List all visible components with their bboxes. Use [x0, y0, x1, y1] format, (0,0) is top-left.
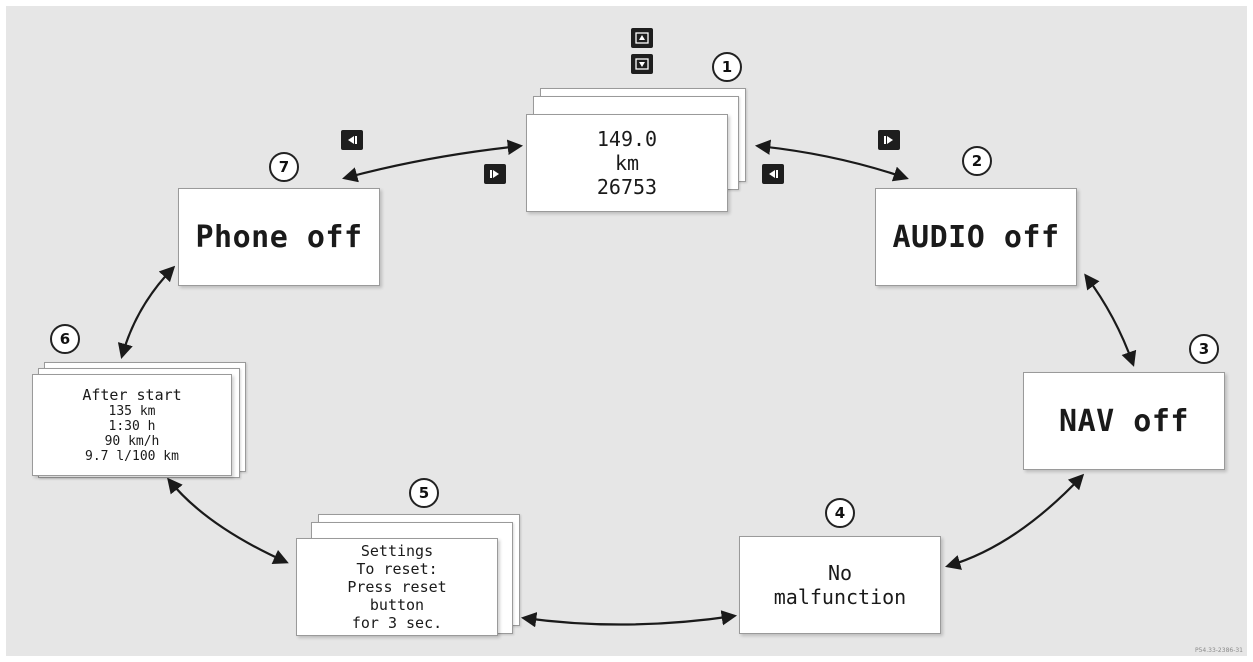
screen-4-number: 4 — [825, 498, 855, 528]
screen-6-line-2: 135 km — [108, 404, 156, 419]
screen-6-line-4: 90 km/h — [104, 434, 160, 449]
figure-credit: P54.33-2386-31 — [1194, 647, 1243, 654]
screen-6-line-3: 1:30 h — [108, 419, 156, 434]
screen-2-number: 2 — [962, 146, 992, 176]
screen-6-line-1: After start — [82, 386, 182, 404]
screen-1-odometer: 149.0 km 26753 — [526, 114, 728, 212]
screen-5-line-1: Settings — [360, 542, 434, 560]
forward-key-icon — [878, 130, 900, 150]
arrow-up-key-icon — [631, 28, 653, 48]
forward-key-icon — [484, 164, 506, 184]
screen-5-settings: Settings To reset: Press reset button fo… — [296, 538, 498, 636]
diagram-canvas: 149.0 km 26753 1 AUDIO off 2 NAV off 3 N… — [6, 6, 1247, 656]
screen-3-number: 3 — [1189, 334, 1219, 364]
screen-5-line-4: button — [369, 596, 425, 614]
screen-4-line-1: No — [827, 561, 853, 585]
back-key-icon — [341, 130, 363, 150]
screen-5-line-5: for 3 sec. — [351, 614, 443, 632]
arrow-5-6 — [167, 477, 289, 564]
screen-1-line-1: 149.0 — [596, 127, 658, 151]
screen-3-text: NAV off — [1059, 403, 1189, 439]
arrow-7-1 — [342, 139, 524, 183]
screen-1-line-2: km — [614, 151, 640, 175]
screen-7-number: 7 — [269, 152, 299, 182]
screen-5-number: 5 — [409, 478, 439, 508]
screen-2-audio: AUDIO off — [875, 188, 1077, 286]
arrow-down-key-icon — [631, 54, 653, 74]
arrow-4-5 — [520, 610, 738, 628]
arrow-1-2 — [754, 139, 909, 182]
screen-7-text: Phone off — [195, 219, 363, 255]
screen-5-line-2: To reset: — [356, 560, 438, 578]
back-key-icon — [762, 164, 784, 184]
arrow-6-7 — [117, 265, 176, 359]
screen-1-number: 1 — [712, 52, 742, 82]
arrow-3-4 — [945, 473, 1085, 570]
screen-6-line-5: 9.7 l/100 km — [85, 449, 179, 464]
screen-7-phone: Phone off — [178, 188, 380, 286]
screen-6-number: 6 — [50, 324, 80, 354]
screen-4-line-2: malfunction — [773, 585, 907, 609]
arrow-2-3 — [1084, 273, 1137, 367]
screen-6-after-start: After start 135 km 1:30 h 90 km/h 9.7 l/… — [32, 374, 232, 476]
screen-2-text: AUDIO off — [892, 219, 1060, 255]
screen-1-line-3: 26753 — [596, 175, 658, 199]
screen-5-line-3: Press reset — [347, 578, 447, 596]
screen-4-malfunction: No malfunction — [739, 536, 941, 634]
screen-3-nav: NAV off — [1023, 372, 1225, 470]
connection-arrows — [117, 139, 1137, 628]
